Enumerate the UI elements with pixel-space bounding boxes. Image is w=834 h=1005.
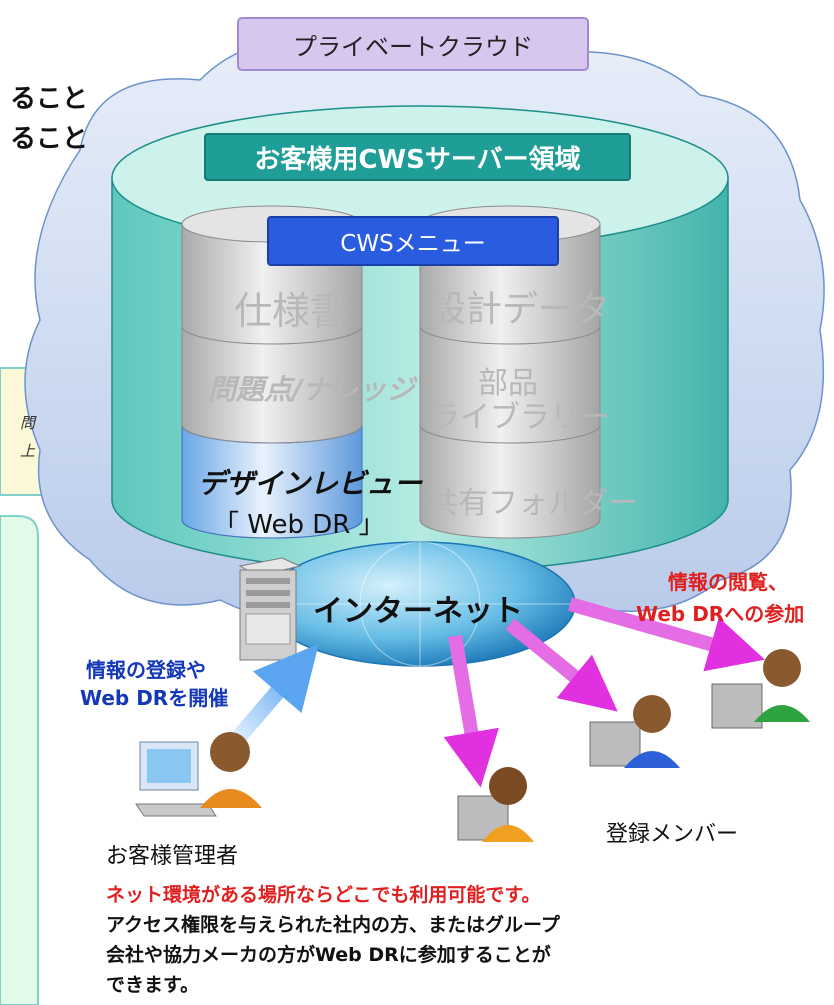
bubble-text-1: 問 bbox=[20, 414, 36, 432]
right-arrow-label-1: 情報の閲覧、 bbox=[668, 570, 788, 594]
left-stack-item-4: 「 Web DR 」 bbox=[213, 510, 385, 540]
internet-globe bbox=[264, 541, 576, 667]
left-stack-item-2: 問題点/ナレッジ bbox=[208, 373, 415, 406]
pink-arrow-1 bbox=[443, 634, 499, 788]
left-stack-item-1: 仕様書 bbox=[234, 289, 349, 333]
right-stack-item-1: 設計データ bbox=[430, 289, 611, 330]
bubble-text-2: 上 bbox=[20, 442, 36, 460]
cloud-title: プライベートクラウド bbox=[293, 32, 533, 61]
member-icon-1 bbox=[457, 767, 534, 842]
server-area-label-box bbox=[204, 133, 631, 181]
left-arrow-label-2: Web DRを開催 bbox=[80, 686, 229, 710]
footer-highlight: ネット環境がある場所ならどこでも利用可能です。 bbox=[106, 884, 541, 906]
admin-label: お客様管理者 bbox=[106, 844, 239, 869]
cws-menu-label: CWSメニュー bbox=[340, 231, 486, 257]
left-arrow-label-1: 情報の登録や bbox=[86, 658, 206, 682]
right-stack-item-2: 部品 bbox=[478, 366, 538, 401]
footer-line-1: アクセス権限を与えられた社内の方、またはグループ bbox=[106, 914, 560, 936]
server-icon bbox=[238, 557, 302, 661]
pink-arrow-3 bbox=[568, 597, 765, 672]
internet-label: インターネット bbox=[313, 594, 523, 629]
member-icon-2 bbox=[589, 695, 680, 768]
member-icon-3 bbox=[711, 649, 810, 729]
admin-person-icon bbox=[135, 732, 262, 817]
left-data-stack bbox=[181, 205, 363, 539]
left-partial-line-2: ること bbox=[10, 124, 89, 154]
footer-line-3: できます。 bbox=[106, 974, 200, 996]
member-label: 登録メンバー bbox=[606, 822, 739, 847]
cws-menu-box bbox=[267, 216, 559, 266]
right-stack-item-3: ライブラリー bbox=[430, 400, 610, 435]
right-stack-item-4: 共有フォルダー bbox=[428, 486, 638, 521]
pink-arrow-2 bbox=[505, 618, 618, 712]
cloud-title-box bbox=[237, 17, 589, 71]
upload-arrow bbox=[231, 643, 319, 744]
left-stack-item-3: デザインレビュー bbox=[198, 467, 423, 500]
right-arrow-label-2: Web DRへの参加 bbox=[636, 602, 805, 626]
server-area-label: お客様用CWSサーバー領域 bbox=[254, 144, 581, 175]
footer-line-2: 会社や協力メーカの方がWeb DRに参加することが bbox=[106, 944, 551, 966]
left-partial-line-1: ること bbox=[10, 84, 89, 114]
